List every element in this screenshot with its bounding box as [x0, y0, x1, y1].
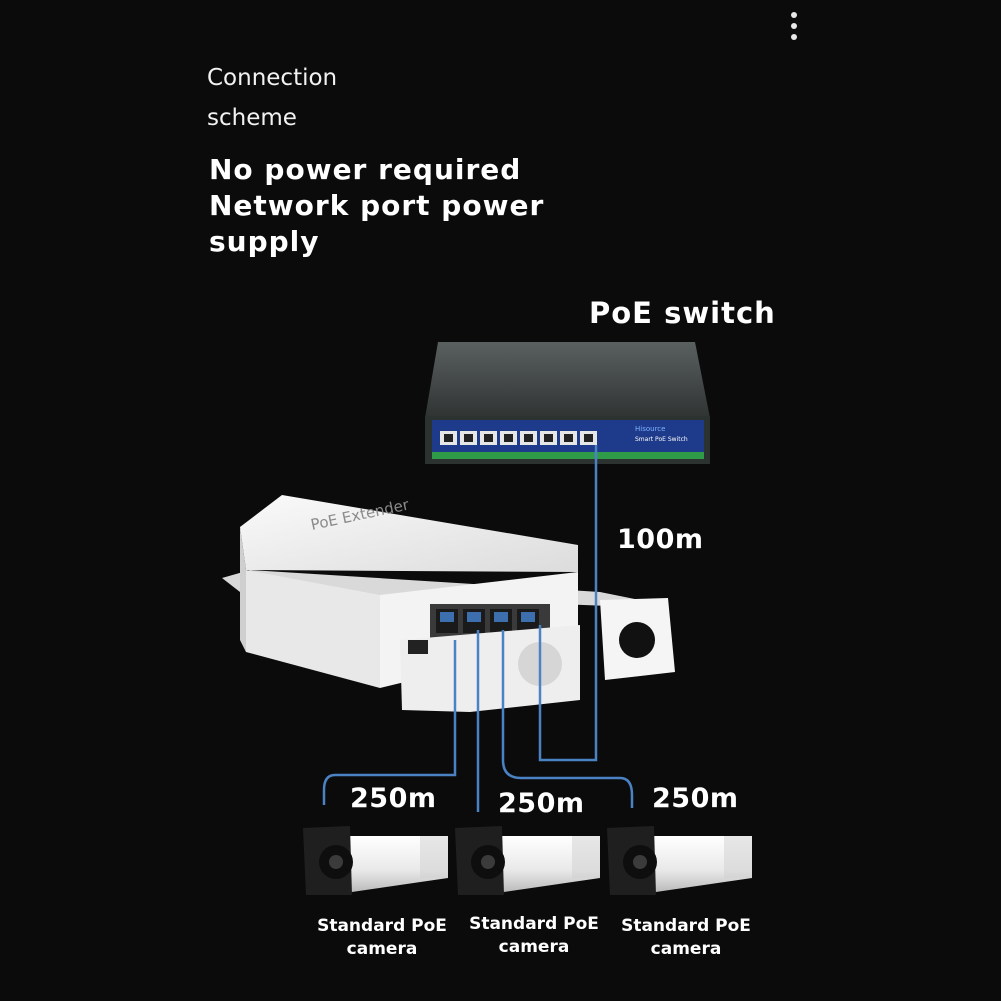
cables [322, 445, 634, 812]
uplink-cable [538, 445, 598, 762]
tagline: No power required Network port power sup… [209, 152, 629, 260]
camera-3-distance: 250m [652, 783, 739, 814]
more-options-icon[interactable] [786, 12, 802, 46]
title-line-2: scheme [207, 105, 297, 131]
title-line-1: Connection [207, 65, 338, 91]
camera-1 [303, 826, 448, 895]
poe-switch-label: PoE switch [589, 296, 776, 330]
tagline-line-3: supply [209, 225, 320, 258]
camera-3 [607, 826, 752, 895]
camera-2 [455, 826, 600, 895]
uplink-distance: 100m [617, 524, 704, 555]
page-title: Connection scheme [207, 58, 467, 138]
switch-model: Smart PoE Switch [635, 436, 688, 443]
poe-switch: Hisource Smart PoE Switch [425, 342, 710, 464]
camera-1-label-line-1: Standard PoE [317, 916, 447, 936]
camera-1-label-line-2: camera [346, 939, 418, 959]
camera-2-distance: 250m [498, 788, 585, 819]
camera-2-label-line-1: Standard PoE [469, 914, 599, 934]
camera-3-label-line-2: camera [650, 939, 722, 959]
cable-camera-3 [501, 630, 634, 808]
switch-brand: Hisource [635, 425, 665, 433]
poe-extender: PoE Extender [222, 495, 675, 712]
tagline-line-2: Network port power [209, 189, 545, 222]
cable-camera-1 [322, 640, 457, 805]
camera-3-label-line-1: Standard PoE [621, 916, 751, 936]
camera-3-label: Standard PoE camera [611, 915, 761, 961]
tagline-line-1: No power required [209, 153, 522, 186]
camera-1-distance: 250m [350, 783, 437, 814]
camera-2-label: Standard PoE camera [459, 913, 609, 959]
camera-2-label-line-2: camera [498, 937, 570, 957]
camera-1-label: Standard PoE camera [307, 915, 457, 961]
